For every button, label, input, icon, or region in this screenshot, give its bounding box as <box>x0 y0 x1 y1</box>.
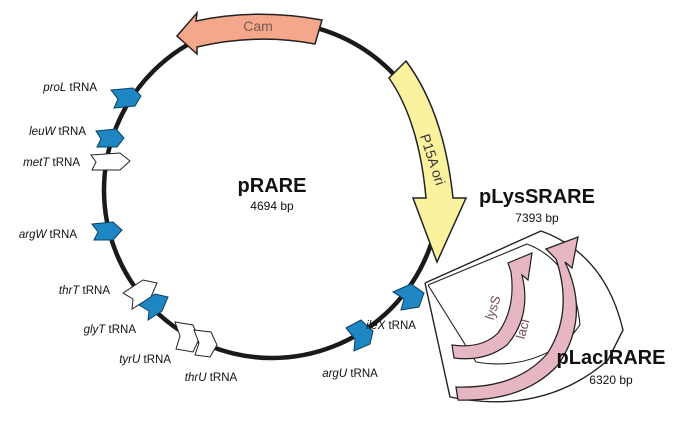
thru-trna-label: thrU tRNA <box>185 372 238 384</box>
ilex-trna-marker <box>391 283 425 311</box>
cam-label: Cam <box>243 18 273 34</box>
tyru-trna-label: tyrU tRNA <box>119 354 171 366</box>
prol-trna-label: proL tRNA <box>42 82 97 94</box>
leuw-trna-marker <box>95 128 125 148</box>
p15a-ori-arrow <box>388 59 468 264</box>
argw-trna-marker <box>91 221 123 241</box>
glyt-trna-marker <box>138 293 169 321</box>
glyt-trna-label: glyT tRNA <box>84 324 137 336</box>
prare-size: 4694 bp <box>250 199 294 213</box>
mett-trna-marker <box>90 152 131 171</box>
placirare-size: 6320 bp <box>589 373 633 387</box>
prare-name: pRARE <box>238 175 307 197</box>
argu-trna-marker <box>345 319 374 352</box>
laci-gene-arrow <box>455 235 579 401</box>
plyssrare-size: 7393 bp <box>515 211 559 225</box>
lyss-gene-arrow <box>451 252 533 360</box>
thrt-trna-label: thrT tRNA <box>59 285 110 297</box>
argu-trna-label: argU tRNA <box>322 368 378 380</box>
lyss-label: lysS <box>482 293 504 321</box>
cam-gene-arrow <box>175 10 323 56</box>
prol-trna-marker <box>110 87 142 109</box>
tyru-trna-marker <box>174 321 200 353</box>
placirare-name: pLacIRARE <box>557 347 666 369</box>
insertion-outline-inner <box>427 243 581 365</box>
ilex-trna-label: ileX tRNA <box>366 320 416 332</box>
leuw-trna-label: leuW tRNA <box>29 126 86 138</box>
argw-trna-label: argW tRNA <box>19 229 77 241</box>
mett-trna-label: metT tRNA <box>23 157 80 169</box>
thru-trna-marker <box>193 329 218 358</box>
plyssrare-name: pLysSRARE <box>479 186 595 208</box>
